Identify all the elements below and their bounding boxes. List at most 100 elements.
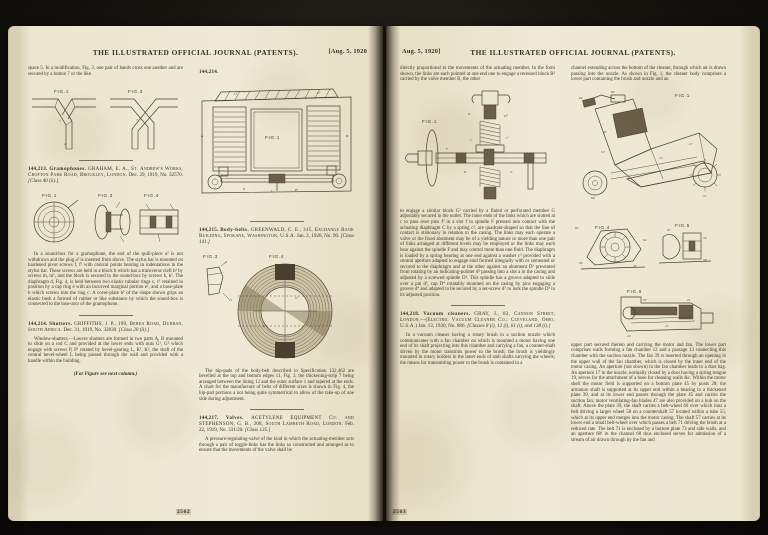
figure-mark-13: 13: [659, 156, 663, 160]
entry-abstract-144214: Window-shutters.—Louvre shutters are for…: [28, 337, 183, 365]
figure-mark-C2: C²: [317, 91, 321, 95]
figure-label-b4: FIG.4: [269, 254, 284, 259]
figure-mark-11: 11: [229, 298, 232, 302]
figure-cross-reference-note: (For Figure see next column.): [28, 371, 183, 377]
entry-abstract-144215: The hip-pads of the body-belt described …: [199, 369, 354, 403]
left-page-columns: space 5. In a modification, Fig. 3, one …: [28, 66, 369, 495]
figure-vacuum-detail-6: FIG.6 30 21 27 29: [571, 285, 726, 339]
section-rule-3: [250, 221, 304, 222]
figure-mark-64: 64: [643, 238, 647, 242]
right-page-number: 2563: [392, 509, 407, 515]
entry-class: [Class 20 (ii).]: [119, 327, 149, 333]
entry-filing: Jan. 13, 1920, No. 886.: [418, 323, 465, 329]
figure-mark-4: 4: [64, 142, 66, 146]
figure-mark-69: 69: [579, 261, 583, 265]
figure-mark-30: 30: [633, 264, 637, 268]
right-page: THE ILLUSTRATED OFFICIAL JOURNAL (PATENT…: [386, 26, 760, 521]
continued-text: channel extending across the bottom of t…: [571, 66, 726, 83]
figure-label-b3: FIG.3: [203, 254, 218, 259]
figure-mark-5: 5: [59, 119, 61, 123]
entry-class: [Class 40 (ii).]: [28, 178, 58, 184]
figure-mark-30b: 30: [643, 298, 647, 302]
figure-mark-21: 21: [687, 298, 691, 302]
figure-mark-68: 68: [591, 196, 595, 200]
right-page-header: THE ILLUSTRATED OFFICIAL JOURNAL (PATENT…: [386, 48, 760, 60]
right-header-title: THE ILLUSTRATED OFFICIAL JOURNAL (PATENT…: [386, 48, 760, 57]
entry-filing: Jan. 2, 1920, No. 90.: [297, 233, 340, 239]
figure-mark-27: 27: [665, 324, 669, 328]
continued-text: directly proportional to the movements o…: [400, 66, 555, 83]
section-rule: [79, 160, 133, 161]
figure-mark-71: 71: [703, 194, 707, 198]
entry-filing: Dec. 31, 1919, No. 32830.: [64, 327, 118, 333]
figure-window-shutters: FIG.1: [199, 79, 354, 214]
entry-abstract-144213: In a sound-box for a gramophone, the end…: [28, 252, 183, 308]
figure-vacuum-cleaner: FIG.1: [571, 87, 726, 215]
left-page-number: 2562: [176, 509, 191, 515]
figure-mark-7: 7: [136, 118, 138, 122]
figure-label-vc4: FIG.4: [595, 225, 610, 230]
figure-mark-45: 45: [603, 130, 607, 134]
figure-mark-D3: D³: [503, 114, 508, 118]
entry-abstract-144217: A pressure-regulating-valve of the kind …: [199, 437, 354, 454]
patent-entry-144214: 144,214. Shutters. GRIFFITHS, J. P., 190…: [28, 322, 183, 334]
right-column-2: channel extending across the bottom of t…: [571, 66, 726, 495]
figure-mark-P: P: [242, 187, 245, 191]
entry-class: [Class 135.]: [245, 427, 270, 433]
entry-abstract-144218: In a vacuum cleaner having a rotary brus…: [400, 333, 555, 367]
patent-entry-144217: 144,217. Valves. ACETYLENE EQUIPMENT Co.…: [199, 416, 354, 434]
left-header-title: THE ILLUSTRATED OFFICIAL JOURNAL (PATENT…: [8, 48, 383, 57]
figure-mark-L: L: [270, 189, 273, 193]
continued-text: space 5. In a modification, Fig. 3, one …: [28, 66, 183, 77]
left-fore-edge: [8, 28, 9, 519]
figure-entry-number-144214: 144,214.: [199, 70, 354, 76]
right-page-columns: directly proportional to the movements o…: [400, 66, 740, 495]
figure-mark-C: C: [470, 138, 473, 142]
figure-pressure-regulating-valve: FIG.1: [400, 87, 555, 205]
left-column-1: space 5. In a modification, Fig. 3, one …: [28, 66, 183, 495]
figure-mark-A: A: [200, 134, 204, 138]
open-book: THE ILLUSTRATED OFFICIAL JOURNAL (PATENT…: [8, 26, 760, 521]
left-page-header: THE ILLUSTRATED OFFICIAL JOURNAL (PATENT…: [8, 48, 383, 60]
figure-mark-82b: 82: [575, 226, 579, 230]
figure-mark-29: 29: [627, 334, 631, 338]
section-rule-4: [250, 409, 304, 410]
figure-label-vc6: FIG.6: [627, 289, 642, 294]
figure-mark-d: d: [468, 112, 470, 116]
figure-label-shutter: FIG.1: [265, 135, 280, 140]
figure-mark-P1: P¹: [294, 188, 298, 192]
right-fore-edge: [759, 28, 760, 519]
section-rule-2: [79, 315, 133, 316]
section-rule-5: [451, 305, 505, 306]
left-page: THE ILLUSTRATED OFFICIAL JOURNAL (PATENT…: [8, 26, 383, 521]
right-column-1: directly proportional to the movements o…: [400, 66, 555, 495]
figure-mark-B: B: [464, 170, 466, 174]
figure-mark-G: G: [510, 170, 513, 174]
figure-label-1: FIG.1: [54, 89, 69, 94]
entry-number: 144,214.: [199, 69, 218, 75]
figure-label-g4: FIG.4: [144, 193, 159, 198]
figure-mark-F: F: [445, 147, 449, 151]
figure-mark-58: 58: [703, 258, 707, 262]
figure-mark-590: 59: [703, 236, 707, 240]
figure-label-g1: FIG.1: [42, 193, 57, 198]
patent-entry-144218: 144,218. Vacuum cleaners. GRAY, J., 83, …: [400, 312, 555, 330]
figure-mark-B: B: [346, 134, 348, 138]
figure-mark-C1: C¹: [234, 92, 237, 96]
right-header-date: Aug. 5, 1920]: [402, 48, 440, 55]
body-after-figure: to engage a similar block G² carried by …: [400, 209, 555, 299]
figure-gramophone-soundbox: FIG.1 FIG.3 FIG.4: [28, 188, 183, 248]
figure-mark-80: 80: [611, 90, 615, 94]
figure-vacuum-details-4-5: FIG.4 FIG.5: [571, 219, 726, 281]
figure-label-v1: FIG.1: [422, 119, 437, 124]
figure-label-g3: FIG.3: [98, 193, 113, 198]
figure-bands: FIG.1 FIG.3 5 4: [28, 81, 183, 153]
left-header-date: [Aug. 5, 1920: [329, 48, 367, 55]
figure-label-3: FIG.3: [128, 89, 143, 94]
body-after-figure: upper part secured thereto and carrying …: [571, 343, 726, 444]
left-column-2: 144,214. FIG.1: [199, 66, 354, 495]
figure-mark-c2: c²: [506, 136, 510, 140]
figure-body-belt-chart: FIG.3 FIG.4 7 11: [199, 249, 354, 365]
entry-class: [Classes 8 (i), 12 (i), 61 (i), and 138 …: [467, 323, 550, 329]
